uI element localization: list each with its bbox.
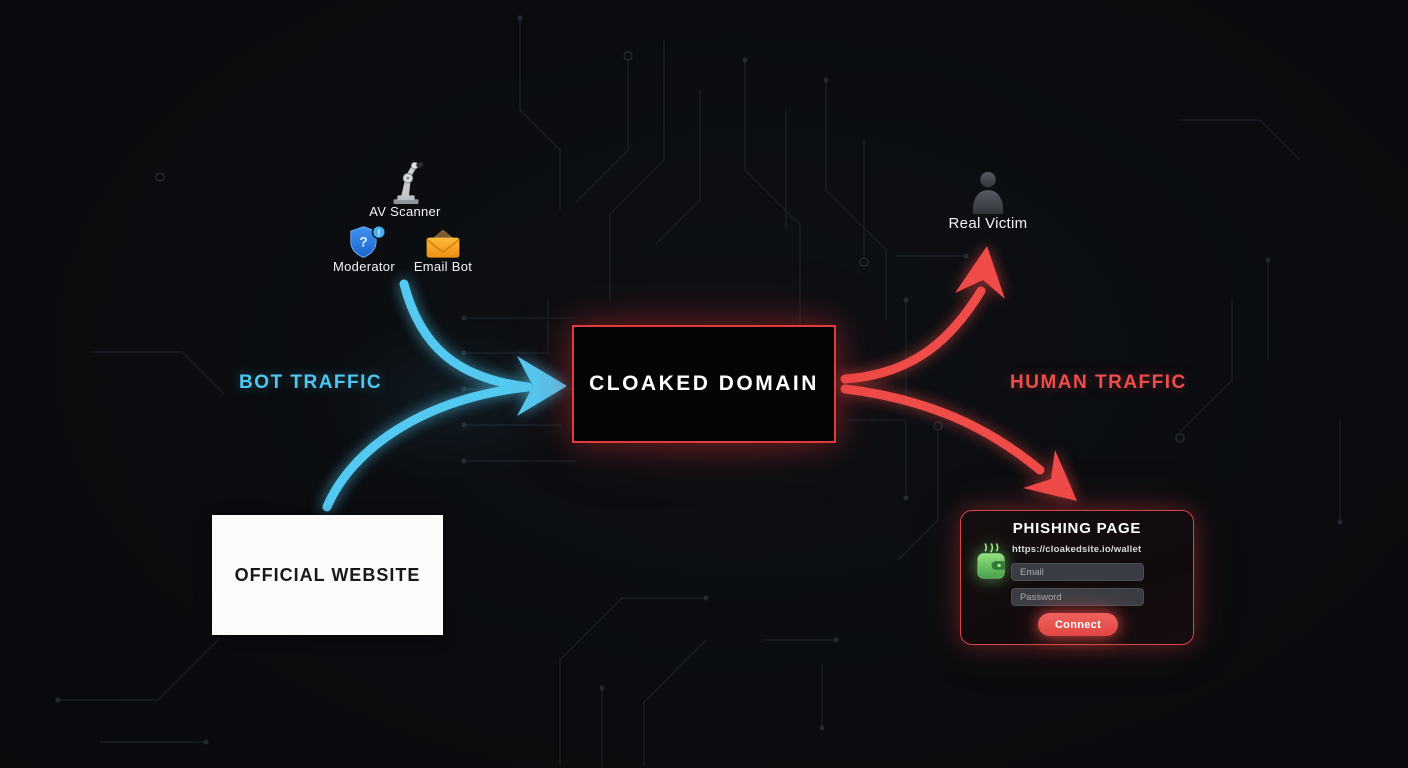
connect-button[interactable]: Connect [1038, 613, 1118, 636]
password-field[interactable] [1011, 588, 1144, 606]
av-scanner-label: AV Scanner [369, 204, 441, 219]
robot-arm-icon [393, 161, 424, 204]
phishing-url: https://cloakedsite.io/wallet [1012, 544, 1142, 555]
human-traffic-arrow-to-victim [840, 246, 1005, 384]
phishing-page-title: PHISHING PAGE [1012, 520, 1142, 537]
wallet-icon [977, 543, 1005, 579]
email-bot-node [423, 227, 463, 261]
email-field[interactable] [1011, 563, 1144, 581]
official-website-box: OFFICIAL WEBSITE [212, 515, 443, 635]
real-victim-label: Real Victim [948, 215, 1028, 232]
human-traffic-arrow-to-phishing [840, 384, 1077, 501]
cloaked-domain-box: CLOAKED DOMAIN [572, 325, 836, 443]
bot-traffic-arrow [322, 279, 567, 512]
bot-traffic-label: BOT TRAFFIC [239, 372, 383, 393]
av-scanner-node [383, 156, 429, 206]
phishing-page-card: PHISHING PAGE https://cloakedsite.io/wal… [960, 510, 1194, 645]
moderator-node: ? ! [348, 224, 388, 262]
wallet-icon-wrap [973, 542, 1011, 586]
moderator-label: Moderator [333, 259, 395, 274]
person-icon [972, 171, 1004, 215]
human-traffic-label: HUMAN TRAFFIC [1010, 372, 1187, 393]
cloaked-domain-label: CLOAKED DOMAIN [589, 372, 819, 395]
email-bot-label: Email Bot [413, 259, 473, 274]
real-victim-node [964, 170, 1012, 216]
svg-text:!: ! [377, 228, 380, 238]
svg-text:?: ? [359, 235, 367, 250]
official-website-label: OFFICIAL WEBSITE [234, 564, 421, 585]
envelope-icon [426, 229, 460, 258]
shield-question-icon: ? ! [350, 225, 386, 258]
